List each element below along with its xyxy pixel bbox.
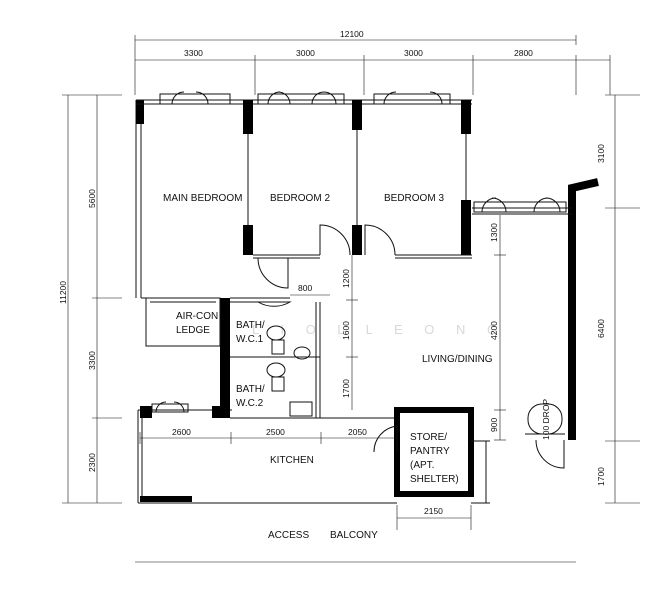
dim-right-2: 6400: [596, 319, 606, 338]
dimension-lines: [62, 35, 640, 563]
watermark: L I O L L E O N G: [252, 322, 506, 337]
bedroom-3-label: BEDROOM 3: [384, 193, 444, 204]
dimension-text: 12100 3300 3000 3000 2800 11200 5600 330…: [58, 29, 606, 516]
main-bedroom-label: MAIN BEDROOM: [163, 193, 242, 204]
bedroom-2-label: BEDROOM 2: [270, 193, 330, 204]
balcony-label: BALCONY: [330, 530, 378, 541]
dim-inner-4200: 4200: [489, 321, 499, 340]
dim-inner-900: 900: [489, 418, 499, 432]
dim-inner-800: 800: [298, 283, 312, 293]
dim-kitchen-1: 2600: [172, 427, 191, 437]
dim-left-1: 5600: [87, 189, 97, 208]
bath-2-label-2: W.C.2: [236, 398, 264, 409]
living-dining-label: LIVING/DINING: [422, 354, 493, 365]
dim-left-total: 11200: [58, 281, 68, 304]
store-label-1: STORE/: [410, 432, 447, 443]
walls: [135, 99, 599, 504]
bath-1-label-1: BATH/: [236, 320, 265, 331]
refuse-chute-label: 100 DROP: [541, 399, 551, 440]
kitchen-label: KITCHEN: [270, 455, 314, 466]
dim-inner-1600: 1600: [341, 321, 351, 340]
dim-left-3: 2300: [87, 453, 97, 472]
dim-kitchen-2: 2500: [266, 427, 285, 437]
dim-inner-1300: 1300: [489, 223, 499, 242]
store-label-4: SHELTER): [410, 474, 459, 485]
dim-left-2: 3300: [87, 351, 97, 370]
sanitary-fixtures: [266, 325, 313, 417]
store-label-3: (APT.: [410, 460, 434, 471]
windows: [151, 91, 567, 413]
aircon-label-2: LEDGE: [176, 325, 210, 336]
dim-top-3: 3000: [404, 48, 423, 58]
access-label: ACCESS: [268, 530, 309, 541]
aircon-label-1: AIR-CON: [176, 311, 218, 322]
bath-2-label-1: BATH/: [236, 384, 265, 395]
dim-right-1: 3100: [596, 144, 606, 163]
dim-top-total: 12100: [340, 29, 364, 39]
doors: [257, 224, 565, 469]
store-label-2: PANTRY: [410, 446, 450, 457]
dim-inner-1700: 1700: [341, 379, 351, 398]
dim-top-1: 3300: [184, 48, 203, 58]
room-labels: MAIN BEDROOM BEDROOM 2 BEDROOM 3 AIR-CON…: [163, 193, 551, 541]
dim-inner-1200: 1200: [341, 269, 351, 288]
dim-bottom-1: 2150: [424, 506, 443, 516]
dim-kitchen-3: 2050: [348, 427, 367, 437]
bath-1-label-2: W.C.1: [236, 334, 264, 345]
dim-top-2: 3000: [296, 48, 315, 58]
dim-right-3: 1700: [596, 467, 606, 486]
dim-top-4: 2800: [514, 48, 533, 58]
